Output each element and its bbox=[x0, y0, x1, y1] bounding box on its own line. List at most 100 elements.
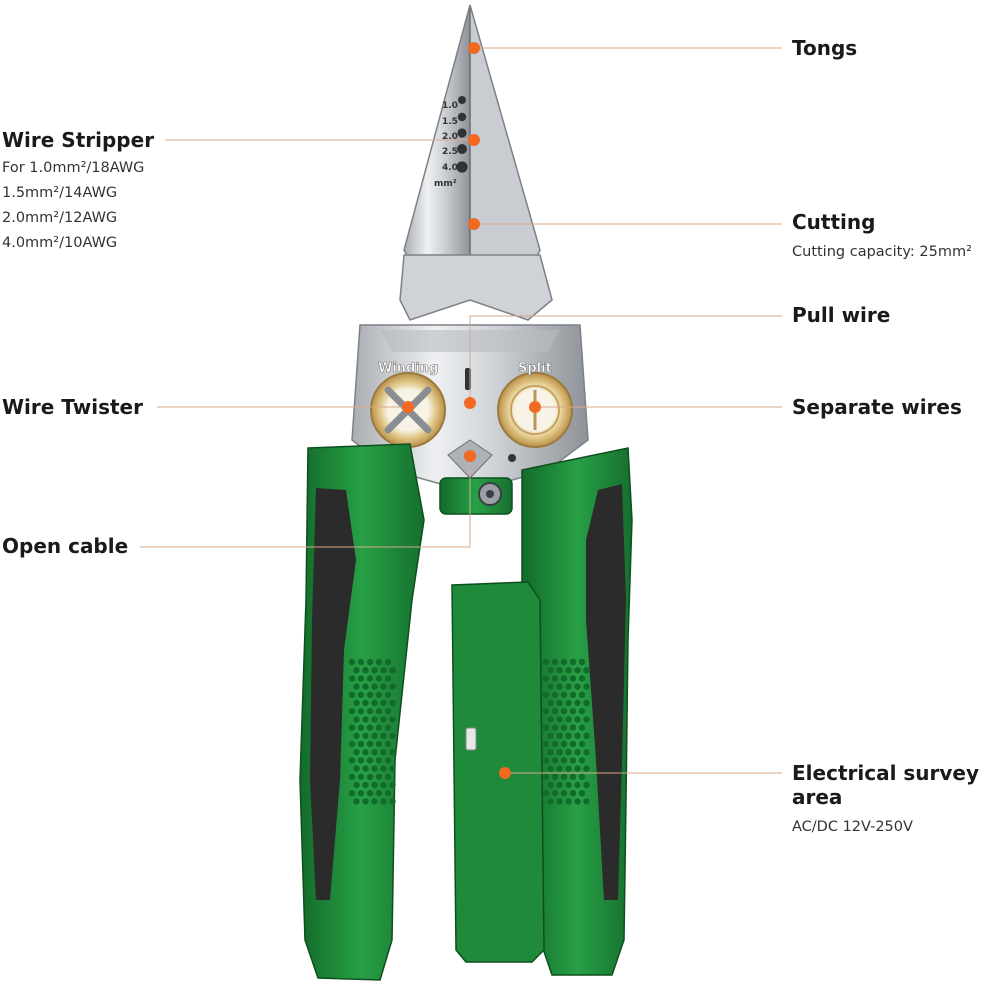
grip-dot bbox=[348, 658, 356, 666]
grip-dot bbox=[542, 790, 550, 797]
grip-dot bbox=[551, 691, 559, 698]
grip-dot bbox=[551, 757, 559, 764]
grip-dot bbox=[389, 765, 396, 772]
grip-dot bbox=[578, 658, 586, 666]
grip-dot bbox=[547, 798, 554, 805]
grip-dot bbox=[371, 683, 378, 690]
grip-dot bbox=[542, 740, 550, 748]
grip-dot bbox=[353, 749, 360, 756]
grip-dot bbox=[583, 765, 590, 772]
gauge-label-unit: mm² bbox=[434, 179, 457, 189]
dot-survey bbox=[499, 767, 511, 779]
grip-dot bbox=[371, 765, 378, 772]
tongs-label: Tongs bbox=[792, 36, 858, 60]
grip-dot bbox=[366, 724, 374, 731]
dot-open-cable bbox=[464, 450, 476, 462]
grip-dot bbox=[353, 798, 360, 805]
grip-dot bbox=[380, 699, 387, 707]
spec-line: 2.0mm²/12AWG bbox=[2, 210, 118, 226]
wire-stripper-label: Wire Stripper bbox=[2, 128, 155, 152]
grip-dot bbox=[348, 790, 356, 797]
grip-dot bbox=[578, 740, 586, 748]
leader-pull-wire bbox=[469, 315, 782, 403]
grip-dot bbox=[353, 732, 360, 739]
grip-dot bbox=[375, 740, 383, 748]
grip-dot bbox=[362, 699, 369, 707]
grip-dot bbox=[569, 658, 577, 666]
grip-dot bbox=[574, 683, 581, 690]
grip-dot bbox=[565, 749, 572, 756]
grip-dot bbox=[560, 691, 568, 698]
grip-dot bbox=[565, 667, 572, 674]
grip-dot bbox=[565, 699, 572, 707]
grip-dot bbox=[583, 798, 590, 805]
grip-dot bbox=[556, 732, 563, 739]
grip-dot bbox=[348, 740, 356, 748]
grip-dot bbox=[569, 773, 577, 780]
wire-twister-label: Wire Twister bbox=[2, 395, 143, 419]
grip-dot bbox=[389, 699, 396, 707]
spec-line: 4.0mm²/10AWG bbox=[2, 235, 118, 251]
grip-dot bbox=[565, 781, 572, 789]
cutting-label: Cutting bbox=[792, 210, 876, 234]
cutting-blade bbox=[399, 254, 553, 321]
grip-dot bbox=[375, 773, 383, 780]
grip-dot bbox=[375, 691, 383, 698]
grip-dot bbox=[578, 675, 586, 682]
grip-dot bbox=[556, 765, 563, 772]
grip-dot bbox=[556, 781, 563, 789]
cutting-detail: Cutting capacity: 25mm² bbox=[792, 244, 972, 260]
grip-dot bbox=[362, 749, 369, 756]
spec-line: 1.5mm²/14AWG bbox=[2, 185, 118, 201]
grip-dot bbox=[542, 658, 550, 666]
grip-dot bbox=[578, 773, 586, 780]
grip-left bbox=[310, 488, 356, 900]
spec-line: For 1.0mm²/18AWG bbox=[2, 160, 145, 176]
grip-dot bbox=[375, 724, 383, 731]
wire-stripper-specs: For 1.0mm²/18AWG 1.5mm²/14AWG 2.0mm²/12A… bbox=[2, 156, 144, 256]
grip-dots-left bbox=[348, 658, 396, 805]
grip-dot bbox=[375, 675, 383, 682]
grip-dot bbox=[551, 675, 559, 682]
grip-dot bbox=[565, 765, 572, 772]
grip-dot bbox=[366, 708, 374, 715]
grip-dot bbox=[551, 790, 559, 797]
grip-dot bbox=[362, 732, 369, 739]
grip-dot bbox=[565, 798, 572, 805]
grip-dot bbox=[578, 708, 586, 715]
electrical-survey-label-line1: Electrical survey bbox=[792, 761, 980, 785]
grip-dot bbox=[560, 724, 568, 731]
grip-dot bbox=[357, 773, 365, 780]
grip-dot bbox=[560, 773, 568, 780]
grip-dot bbox=[371, 749, 378, 756]
grip-dot bbox=[578, 790, 586, 797]
grip-dot bbox=[556, 716, 563, 723]
grip-dot bbox=[366, 691, 374, 698]
grip-dot bbox=[551, 773, 559, 780]
grip-dot bbox=[380, 716, 387, 723]
stripper-gauge-labels: 1.0 1.5 2.0 2.5 4.0 mm² bbox=[434, 101, 458, 189]
grip-dot bbox=[389, 749, 396, 756]
grip-dot bbox=[574, 798, 581, 805]
grip-dot bbox=[560, 658, 568, 666]
grip-dot bbox=[362, 765, 369, 772]
grip-dot bbox=[362, 781, 369, 789]
grip-dot bbox=[574, 765, 581, 772]
grip-dot bbox=[371, 667, 378, 674]
grip-dot bbox=[366, 773, 374, 780]
grip-dot bbox=[547, 699, 554, 707]
grip-dot bbox=[371, 781, 378, 789]
grip-dot bbox=[574, 749, 581, 756]
grip-dot bbox=[348, 691, 356, 698]
grip-dots-right bbox=[542, 658, 590, 805]
open-cable-label: Open cable bbox=[2, 534, 129, 558]
grip-dot bbox=[348, 708, 356, 715]
grip-dot bbox=[384, 790, 392, 797]
jaw-right bbox=[469, 4, 541, 276]
grip-dot bbox=[542, 708, 550, 715]
grip-dot bbox=[366, 675, 374, 682]
dot-tongs bbox=[468, 42, 480, 54]
gauge-label-3: 2.0 bbox=[442, 132, 458, 142]
grip-dot bbox=[384, 724, 392, 731]
